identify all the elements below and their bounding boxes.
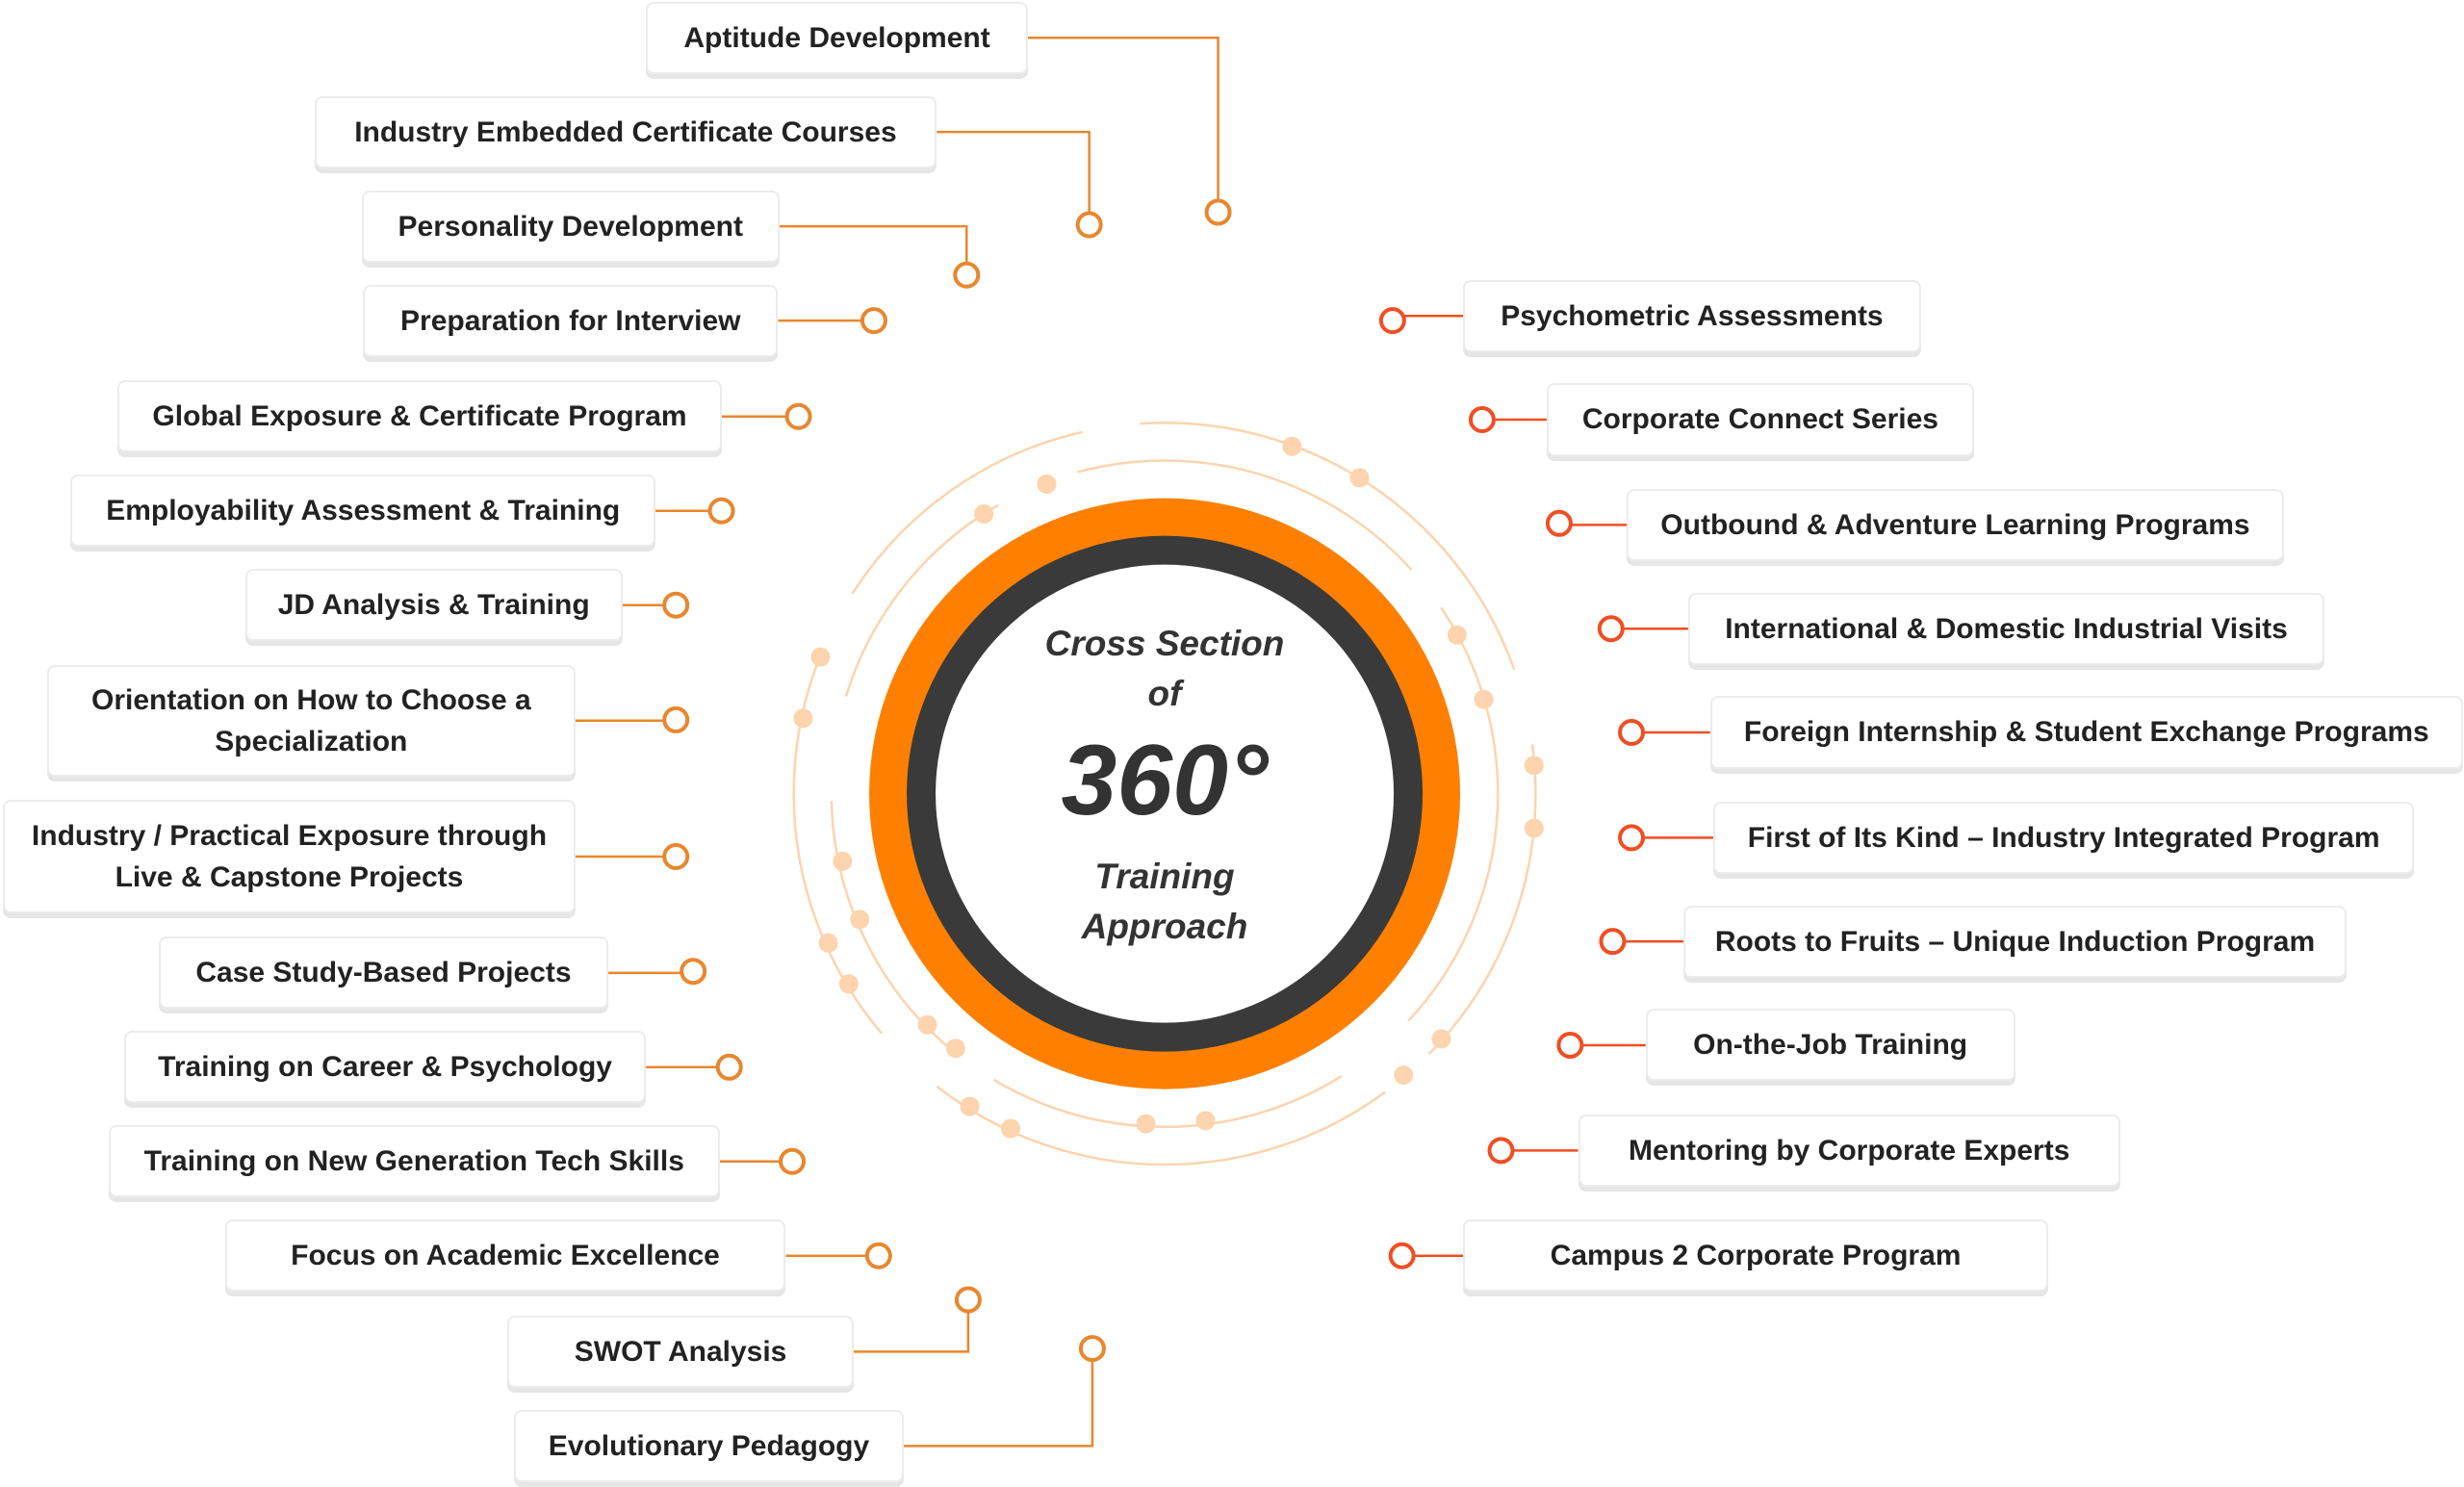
left-item: SWOT Analysis (507, 1315, 854, 1388)
connector-node-icon (1599, 928, 1627, 956)
decor-arc-inner (830, 459, 1500, 1129)
connector-node-icon (1556, 1031, 1584, 1059)
right-item: Psychometric Assessments (1463, 279, 1921, 352)
connector-node-icon (1204, 198, 1232, 226)
left-item: Training on New Generation Tech Skills (108, 1125, 720, 1198)
decor-dot (974, 503, 994, 524)
left-item: Focus on Academic Excellence (224, 1219, 786, 1293)
decor-dot (917, 1014, 937, 1035)
connector-line (1027, 36, 1219, 202)
decor-dot (1195, 1111, 1216, 1131)
connector-node-icon (715, 1053, 743, 1081)
decor-dot (818, 933, 838, 953)
left-item: Personality Development (361, 190, 780, 263)
decor-dot (810, 647, 831, 667)
decor-dot (1431, 1029, 1451, 1049)
decor-dot (793, 708, 813, 729)
center-360: 360° (1061, 725, 1269, 836)
right-item: Mentoring by Corporate Experts (1578, 1114, 2120, 1187)
left-item: Aptitude Development (646, 1, 1028, 74)
decor-dot (1001, 1118, 1021, 1139)
connector-node-icon (662, 705, 690, 733)
connector-node-icon (680, 958, 707, 986)
connector-line (779, 224, 968, 265)
right-item: Corporate Connect Series (1546, 383, 1975, 456)
connector-node-icon (779, 1147, 807, 1175)
decor-dot (1447, 625, 1467, 645)
left-item: JD Analysis & Training (244, 569, 623, 642)
decor-dot (1394, 1064, 1414, 1085)
left-item: Global Exposure & Certificate Program (117, 380, 722, 453)
decor-dot (833, 851, 853, 871)
right-item: First of Its Kind – Industry Integrated … (1712, 801, 2415, 874)
decor-dot (945, 1038, 965, 1059)
left-item: Evolutionary Pedagogy (513, 1409, 904, 1482)
decor-dot (838, 974, 859, 994)
center-line-1: Cross Section (1044, 624, 1285, 663)
right-item: International & Domestic Industrial Visi… (1687, 592, 2325, 665)
connector-node-icon (784, 402, 812, 430)
center-line-4: Approach (1081, 907, 1248, 946)
decor-arc-outer (792, 422, 1537, 1167)
connector-node-icon (1545, 509, 1573, 537)
right-item: Outbound & Adventure Learning Programs (1627, 488, 2284, 561)
connector-node-icon (1487, 1137, 1515, 1165)
left-item: Preparation for Interview (363, 284, 779, 357)
connector-node-icon (1078, 1335, 1106, 1363)
center-disc (936, 564, 1395, 1023)
decor-dot (1524, 756, 1544, 776)
connector-node-icon (707, 497, 735, 525)
decor-dot (1474, 689, 1494, 709)
connector-node-icon (1597, 615, 1625, 643)
connector-node-icon (1618, 718, 1646, 746)
right-item: Campus 2 Corporate Program (1463, 1219, 2048, 1293)
connector-line (853, 1310, 970, 1353)
left-item: Case Study-Based Projects (158, 936, 608, 1010)
right-item: On-the-Job Training (1645, 1009, 2015, 1082)
connector-node-icon (662, 842, 690, 870)
connector-node-icon (864, 1242, 892, 1269)
center-line-3: Training (1094, 857, 1235, 896)
left-item: Industry / Practical Exposure through Li… (3, 800, 576, 913)
connector-node-icon (953, 261, 981, 289)
decor-dot (1524, 818, 1544, 838)
connector-node-icon (1378, 307, 1406, 335)
left-item: Industry Embedded Certificate Courses (314, 95, 937, 168)
left-item: Orientation on How to Choose a Specializ… (46, 664, 576, 777)
decor-dot (960, 1096, 980, 1116)
connector-line (937, 130, 1091, 215)
connector-node-icon (860, 307, 887, 335)
decor-dot (850, 910, 870, 930)
right-item: Roots to Fruits – Unique Induction Progr… (1682, 905, 2348, 978)
left-item: Training on Career & Psychology (124, 1031, 647, 1104)
connector-node-icon (662, 591, 690, 619)
connector-line (903, 1359, 1094, 1448)
connector-node-icon (1618, 824, 1646, 852)
decor-dot (1037, 474, 1057, 494)
connector-node-icon (954, 1286, 982, 1314)
decor-dot (1282, 436, 1302, 456)
connector-node-icon (1468, 406, 1496, 434)
decor-dot (1349, 468, 1370, 488)
decor-dot (1136, 1114, 1156, 1134)
left-item: Employability Assessment & Training (70, 474, 655, 548)
center-line-2: of (1147, 674, 1182, 713)
right-item: Foreign Internship & Student Exchange Pr… (1709, 696, 2463, 769)
connector-node-icon (1388, 1242, 1416, 1269)
connector-node-icon (1075, 211, 1103, 239)
